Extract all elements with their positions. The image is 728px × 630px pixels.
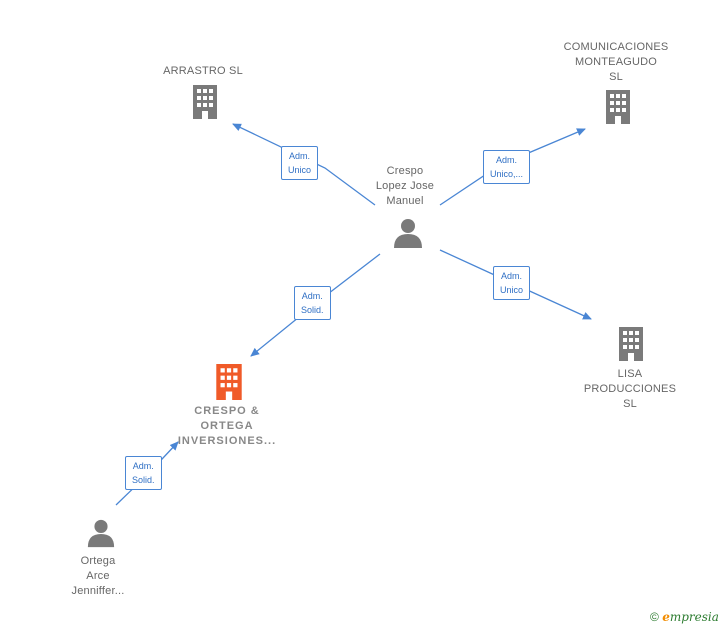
node-label-comunicaciones[interactable]: COMUNICACIONES MONTEAGUDO SL — [546, 40, 686, 85]
building-icon-comunicaciones[interactable] — [603, 90, 633, 124]
edge-label-ortega-to-crespo-ortega[interactable]: Adm. Solid. — [125, 456, 162, 490]
edge-label-line: Solid. — [132, 475, 155, 485]
label-line: Manuel — [386, 195, 424, 207]
edge-label-line: Adm. — [496, 155, 518, 165]
label-line: MONTEAGUDO — [574, 56, 658, 68]
person-icon-ortega[interactable] — [86, 518, 116, 548]
edge-label-line: Adm. — [301, 291, 323, 301]
edge-label-line: Adm. — [132, 461, 154, 471]
edge-label-line: Unico,... — [490, 169, 524, 179]
building-icon-crespo-ortega[interactable] — [213, 364, 245, 400]
node-label-ortega-person[interactable]: Ortega Arce Jenniffer... — [48, 554, 148, 599]
label-line: Ortega — [80, 555, 116, 567]
building-icon-lisa[interactable] — [616, 327, 646, 361]
label-line: SL — [609, 71, 623, 83]
edge-label-to-crespo-ortega[interactable]: Adm. Solid. — [294, 286, 331, 320]
label-line: Arce — [86, 570, 110, 582]
edge-label-line: Unico — [500, 285, 524, 295]
label-line: CRESPO & — [194, 405, 260, 417]
node-label-crespo-person[interactable]: Crespo Lopez Jose Manuel — [355, 164, 455, 209]
node-label-crespo-ortega[interactable]: CRESPO & ORTEGA INVERSIONES... — [162, 404, 292, 449]
edge-label-to-comunicaciones[interactable]: Adm. Unico,... — [483, 150, 531, 184]
label-line: Jenniffer... — [71, 585, 125, 597]
edge-label-to-lisa[interactable]: Adm. Unico — [493, 266, 531, 300]
edge-label-to-arrastro[interactable]: Adm. Unico — [281, 146, 319, 180]
label-line: LISA — [617, 368, 643, 380]
logo-letter: e — [662, 610, 670, 624]
footer-branding: © empresia — [650, 610, 719, 624]
label-line: SL — [623, 398, 637, 410]
node-label-arrastro[interactable]: ARRASTRO SL — [163, 65, 243, 77]
label-line: PRODUCCIONES — [583, 383, 677, 395]
copyright-symbol: © — [650, 610, 659, 624]
edge-label-line: Solid. — [301, 305, 324, 315]
edge-line-to-arrastro — [232, 123, 376, 206]
empresia-logo[interactable]: empresia — [662, 610, 719, 624]
label-line: Crespo — [386, 165, 424, 177]
edge-label-line: Unico — [288, 165, 312, 175]
edge-label-line: Adm. — [289, 151, 311, 161]
person-icon-crespo[interactable] — [392, 218, 424, 248]
building-icon-arrastro[interactable] — [190, 85, 220, 119]
edge-label-line: Adm. — [501, 271, 523, 281]
label-line: COMUNICACIONES — [563, 41, 669, 53]
node-label-lisa[interactable]: LISA PRODUCCIONES SL — [570, 367, 690, 412]
label-line: INVERSIONES... — [177, 435, 277, 447]
label-line: ORTEGA — [200, 420, 254, 432]
label-line: Lopez Jose — [375, 180, 435, 192]
logo-text: mpresia — [669, 610, 719, 624]
